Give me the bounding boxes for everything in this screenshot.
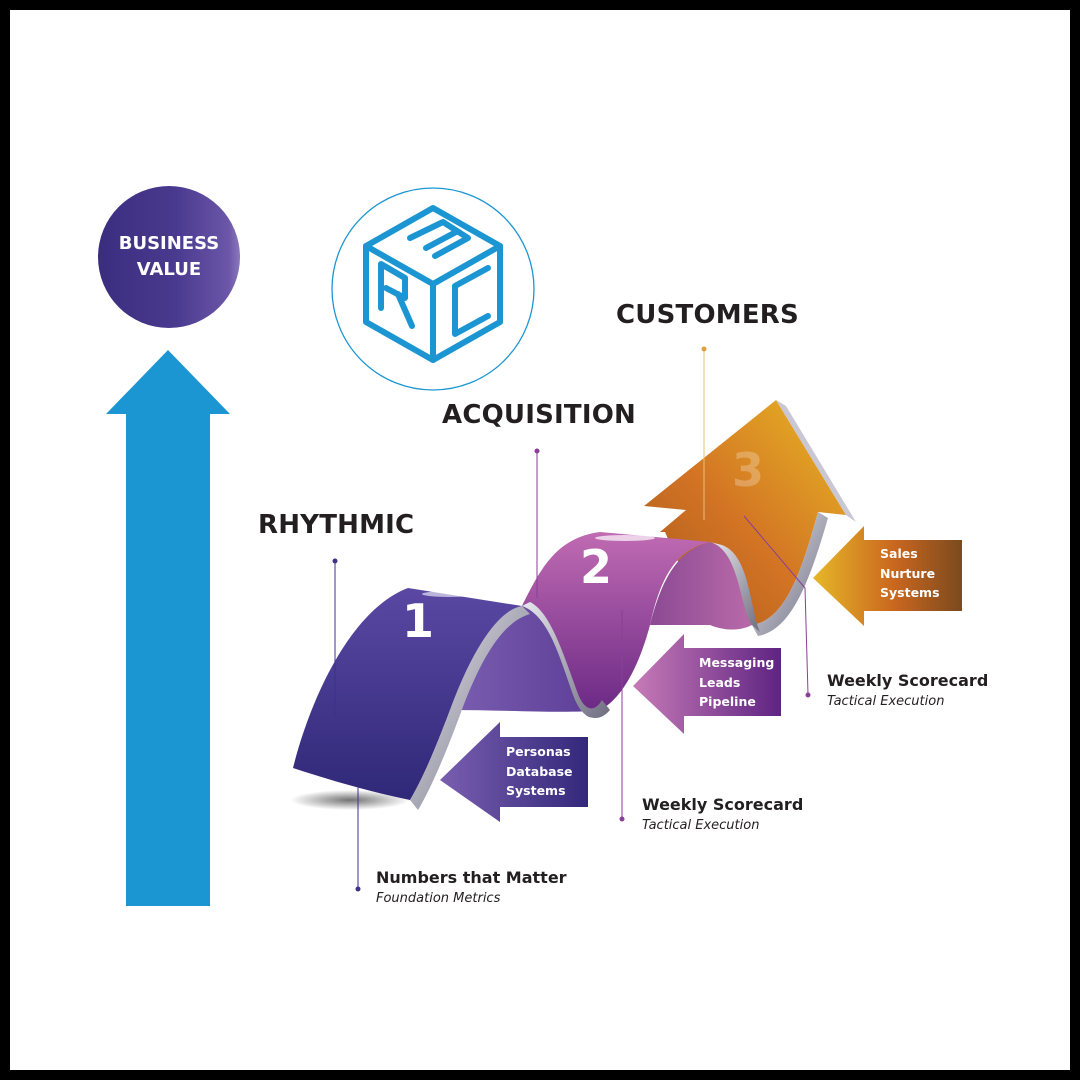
note-1-subtitle: Foundation Metrics [376,891,501,906]
input-arrow-3-label: Sales Nurture Systems [880,544,940,603]
stage-1-number: 1 [402,594,435,648]
input-1-line-2: Database [506,763,573,779]
logo-ring [331,187,535,391]
ribbon-shadow [290,790,410,810]
stage-title-rhythmic: RHYTHMIC [258,510,415,540]
note-2-subtitle: Tactical Execution [642,818,760,833]
business-value-badge: BUSINESS VALUE [98,186,240,328]
business-value-line2: VALUE [136,259,202,280]
stage-title-customers: CUSTOMERS [616,300,799,330]
note-2-title: Weekly Scorecard [642,795,804,814]
input-3-line-1: Sales [880,546,918,561]
stage-1-segment [293,588,610,810]
business-value-line1: BUSINESS [118,233,220,254]
input-arrow-2-label: Messaging Leads Pipeline [699,653,774,712]
stage-2-number: 2 [580,540,613,594]
business-value-up-arrow-icon [106,350,230,906]
growth-ribbon-illustration [290,346,962,892]
input-2-line-2: Leads [699,674,741,690]
input-1-line-3: Systems [506,783,566,798]
input-3-line-2: Nurture [880,565,936,581]
input-arrow-1-shape [440,722,588,822]
stage-3-number: 3 [732,443,765,497]
input-arrow-2-shape [633,634,781,734]
stage-title-acquisition: ACQUISITION [442,400,636,430]
cube-icon [363,205,503,363]
note-3-title: Weekly Scorecard [827,671,989,690]
diagram-canvas: BUSINESS VALUE RHYTHMIC ACQUISITION CUST… [10,10,1070,1070]
input-2-line-3: Pipeline [699,694,756,709]
logo-letter-c [452,265,491,337]
note-3-subtitle: Tactical Execution [827,694,945,709]
input-2-line-1: Messaging [699,655,775,670]
input-arrow-1-label: Personas Database Systems [506,742,573,801]
input-3-line-3: Systems [880,585,940,600]
leader-line-note-3 [743,515,809,695]
input-arrow-3-shape [813,526,962,626]
leader-lines [332,346,811,892]
note-1-title: Numbers that Matter [376,868,567,887]
input-1-line-1: Personas [506,744,571,759]
arc-logo [331,187,535,391]
